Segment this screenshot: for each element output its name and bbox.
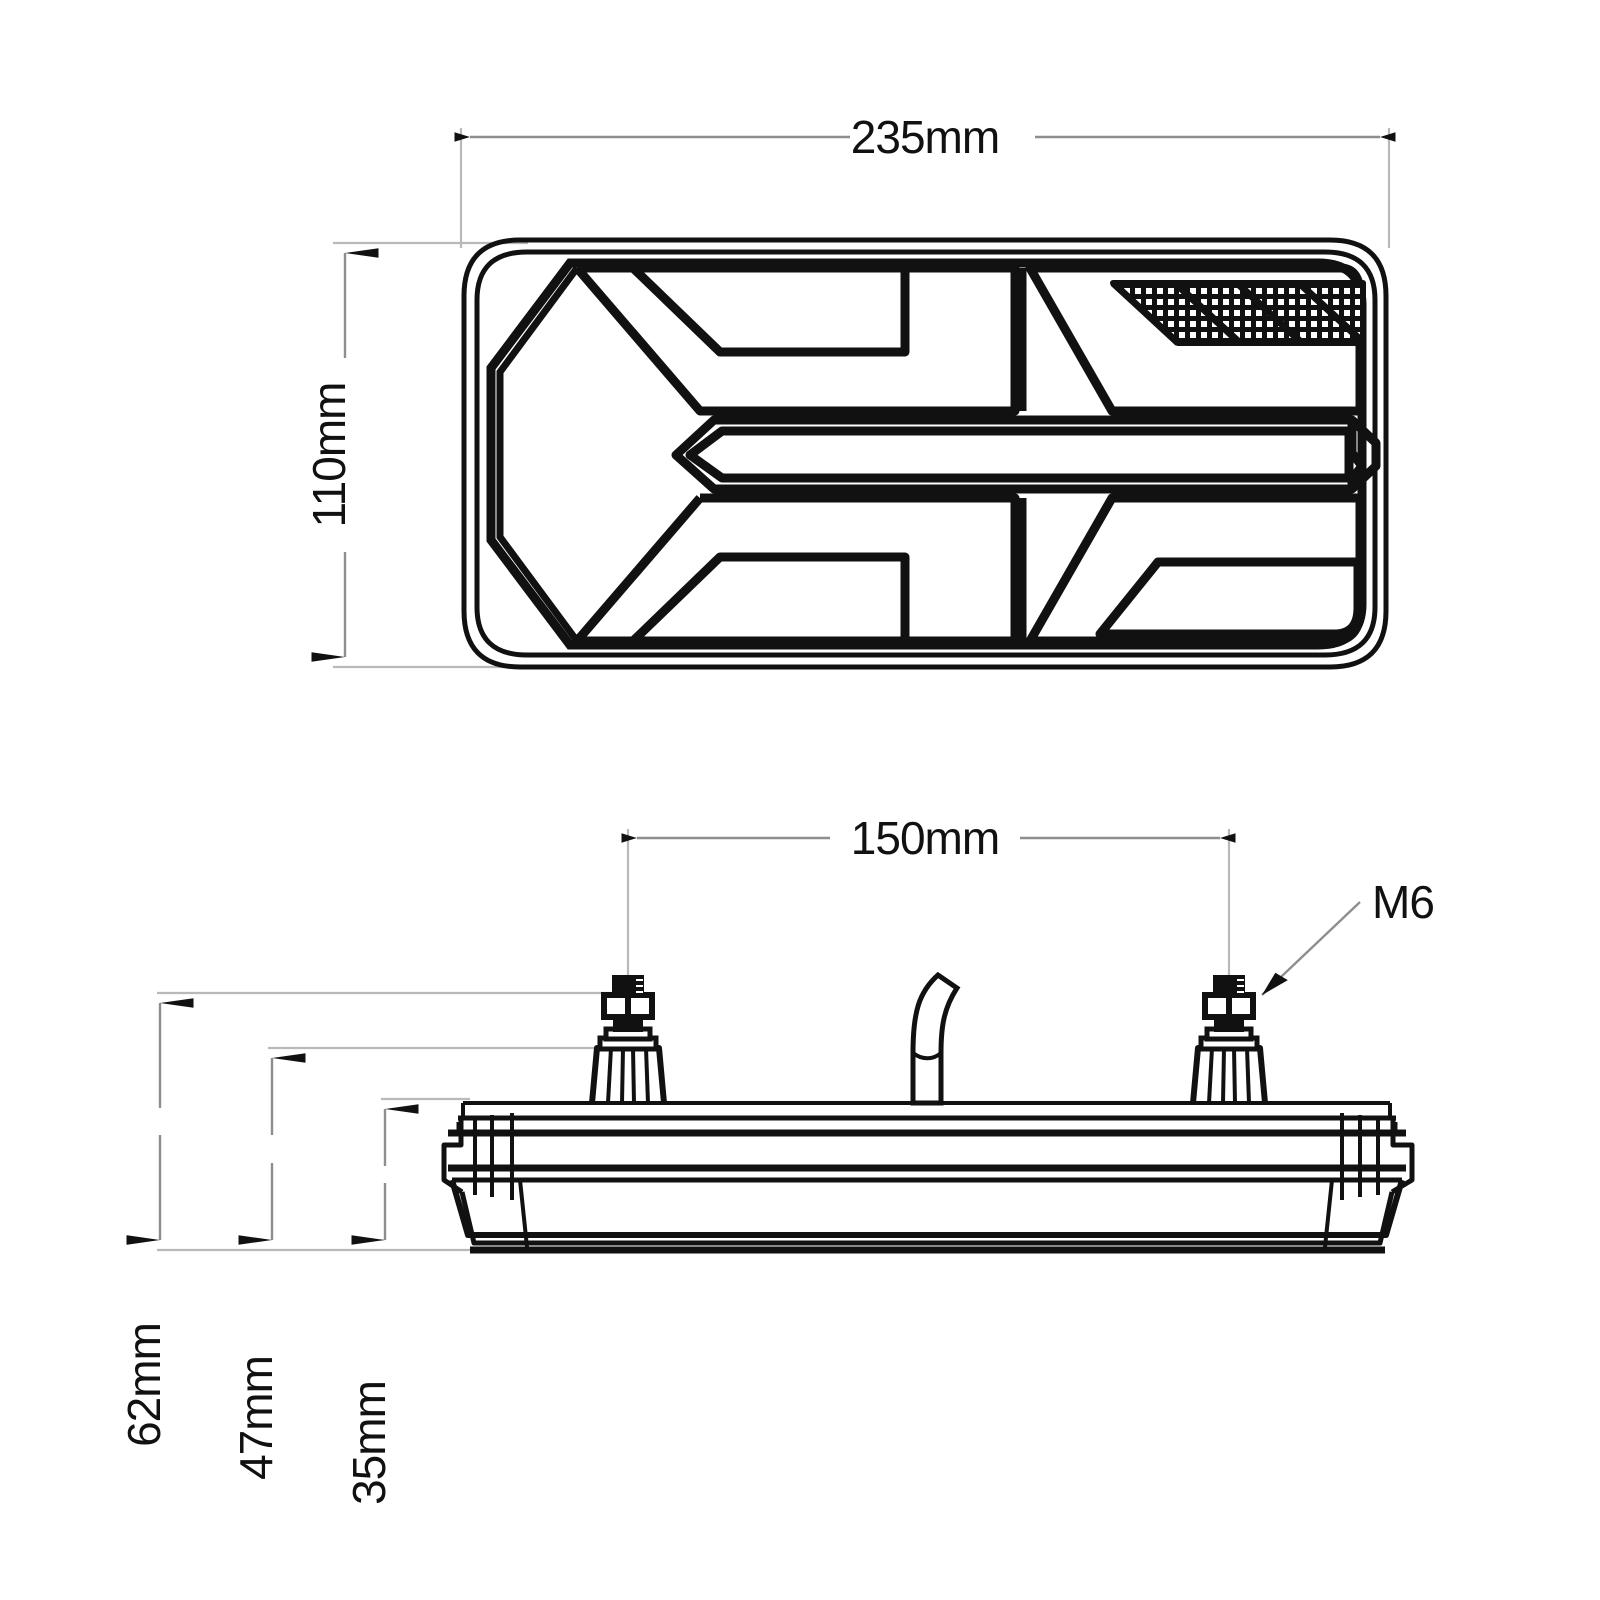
exit-cable — [910, 971, 961, 1106]
mounting-stud-left — [589, 975, 667, 1104]
mounting-stud-right — [1190, 975, 1268, 1104]
lens-reflector-pocket — [1025, 263, 1365, 416]
stud-thread-grooves — [636, 979, 643, 993]
lens-chevron-lower-right-inner — [1095, 557, 1363, 639]
lens-chevron-upper-outer — [573, 263, 1020, 416]
stud-pedestal-ribs — [606, 1047, 650, 1104]
dimension-label-pedestal-height: 47mm — [230, 1356, 282, 1480]
cable-grommet-seam — [911, 1051, 943, 1061]
reflector-pocket-border — [1110, 280, 1366, 346]
stud-thread-grooves — [1237, 979, 1244, 993]
housing-lower-skirt — [449, 1179, 1405, 1238]
stud-pedestal — [589, 1045, 667, 1104]
dimension-label-stud-spacing: 150mm — [851, 812, 999, 864]
dimension-label-overall-height: 62mm — [118, 1323, 170, 1447]
housing-skirt-ribs — [518, 1179, 1334, 1248]
housing-right-end-cap-inner — [1340, 1113, 1380, 1200]
extension-lines — [157, 128, 1391, 1252]
lens-left-vertex-seam — [496, 265, 580, 644]
dimension-35mm: 35mm — [343, 1104, 419, 1505]
lens-chevron-lower-left-inner — [628, 552, 910, 646]
lens-outer-rim — [461, 237, 1389, 670]
lens-centre-bar-inner — [685, 426, 1354, 483]
front-view — [461, 237, 1389, 670]
dimension-label-front-height: 110mm — [303, 383, 355, 528]
lens-outer-rim-inner — [474, 249, 1378, 658]
lens-chevron-lower-outer — [572, 493, 1020, 646]
dimension-label-front-width: 235mm — [851, 111, 999, 163]
dimension-110mm: 110mm — [303, 248, 379, 662]
lens-chevron-upper-left-inner — [628, 263, 910, 357]
housing-left-end-cap-inner — [473, 1113, 514, 1200]
dimension-150mm: 150mm — [621, 812, 1236, 864]
callout-leader-line — [1261, 901, 1361, 996]
dimension-62mm: 62mm — [118, 998, 194, 1447]
callout-m6: M6 — [1261, 876, 1435, 996]
lens-chevron-lower-right — [1025, 493, 1365, 646]
dimension-47mm: 47mm — [230, 1053, 306, 1480]
cable-body — [910, 971, 961, 1106]
lens-centre-bar-right-chamfer — [1348, 416, 1381, 493]
dimension-235mm: 235mm — [454, 111, 1396, 163]
housing-right-end-cap — [1390, 1118, 1415, 1195]
stud-pedestal-ribs — [1207, 1047, 1251, 1104]
dimension-label-housing-depth: 35mm — [343, 1381, 395, 1505]
side-view — [441, 971, 1415, 1254]
callout-label-m6: M6 — [1372, 876, 1434, 928]
stud-pedestal — [1190, 1045, 1268, 1104]
housing-left-end-cap — [441, 1118, 464, 1195]
